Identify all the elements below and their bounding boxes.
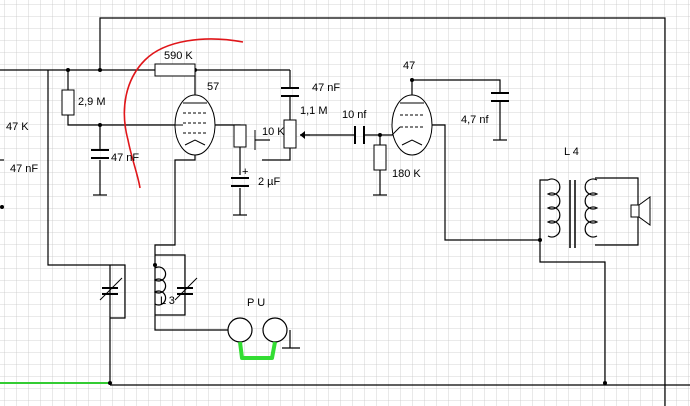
tube-47[interactable] (391, 94, 433, 156)
label-2-9m: 2,9 M (78, 96, 106, 108)
label-l3: L 3 (160, 295, 175, 307)
wiring (0, 17, 690, 406)
label-47nf-top: 47 nF (312, 82, 340, 94)
red-annotation-stroke (123, 38, 244, 189)
variable-capacitor-left[interactable] (99, 277, 123, 301)
label-47nf-edge: 47 nF (10, 163, 38, 175)
label-10nf: 10 nf (342, 109, 367, 121)
speaker[interactable] (630, 196, 651, 226)
capacitor-47nf-top[interactable] (281, 87, 299, 97)
label-47k-left: 47 K (6, 121, 29, 133)
label-590k: 590 K (164, 50, 193, 62)
resistor-590k[interactable] (154, 63, 196, 77)
potentiometer-1-1m[interactable] (283, 119, 310, 149)
tube-57[interactable] (174, 94, 216, 156)
pickup-jacks[interactable] (227, 317, 288, 343)
label-2uf: 2 µF (258, 176, 281, 188)
label-tube-47: 47 (403, 60, 415, 72)
capacitor-47nf-left[interactable] (91, 149, 109, 159)
capacitor-4-7nf[interactable] (491, 92, 509, 102)
label-10k: 10 K (262, 126, 285, 138)
resistor-180k[interactable] (373, 144, 387, 171)
resistor-10k[interactable] (233, 124, 256, 150)
green-jumper (238, 341, 277, 360)
component-labels: 590 K 2,9 M 57 47 nF 1,1 M 10 nf 47 47 n… (6, 50, 579, 309)
label-1-1m: 1,1 M (300, 105, 328, 117)
label-tube-57: 57 (207, 81, 219, 93)
label-pu: P U (247, 297, 265, 309)
coil-l3[interactable] (153, 266, 167, 306)
transformer-l4[interactable] (546, 178, 599, 248)
label-plus: + (242, 166, 248, 178)
label-4-7nf: 4,7 nf (461, 114, 489, 126)
resistor-2-9m[interactable] (61, 89, 75, 116)
capacitor-10nf[interactable] (354, 126, 365, 144)
label-47nf-left: 47 nF (111, 152, 139, 164)
variable-capacitor-right[interactable] (174, 277, 198, 301)
label-l4: L 4 (564, 146, 579, 158)
label-180k: 180 K (392, 168, 421, 180)
capacitor-2uf[interactable] (231, 177, 249, 187)
